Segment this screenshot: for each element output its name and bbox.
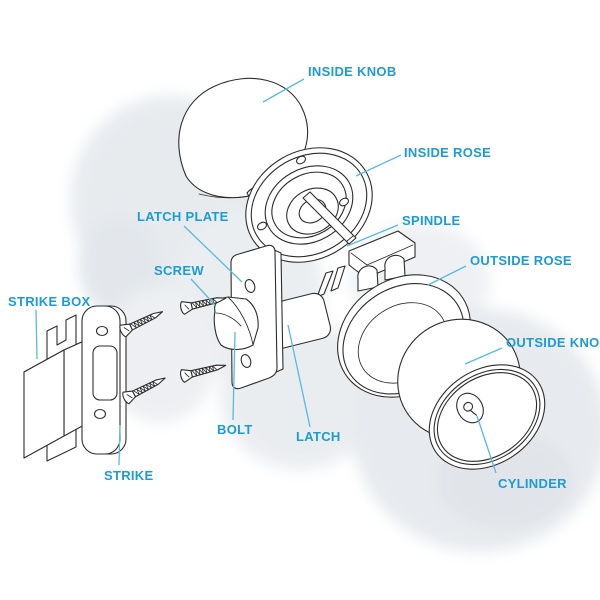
label-bolt: BOLT [217, 422, 253, 437]
labels: INSIDE KNOB INSIDE ROSE SPINDLE OUTSIDE … [8, 64, 600, 491]
outside-knob-drawing [397, 318, 546, 470]
label-strike: STRIKE [104, 468, 153, 483]
strike-box-drawing [23, 314, 85, 462]
chassis-drawing [316, 230, 416, 298]
label-inside-rose: INSIDE ROSE [404, 145, 491, 160]
cylinder-keyhole-drawing [456, 392, 484, 424]
spindle-drawing [302, 191, 357, 245]
label-cylinder: CYLINDER [498, 476, 567, 491]
label-inside-knob: INSIDE KNOB [308, 64, 397, 79]
label-strike-box: STRIKE BOX [8, 294, 90, 309]
label-latch-plate: LATCH PLATE [137, 209, 229, 224]
label-spindle: SPINDLE [402, 213, 460, 228]
label-outside-knob: OUTSIDE KNOB [506, 335, 600, 350]
strike-plate-drawing [81, 305, 127, 455]
bolt-drawing [213, 296, 259, 351]
label-screw: SCREW [154, 263, 204, 278]
leader-lines [35, 78, 503, 474]
label-latch: LATCH [296, 429, 341, 444]
label-outside-rose: OUTSIDE ROSE [470, 253, 572, 268]
